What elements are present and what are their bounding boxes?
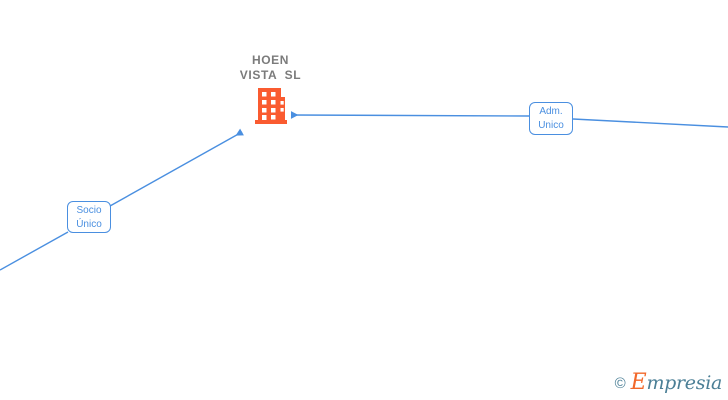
company-name-line2: VISTA SL bbox=[239, 68, 302, 82]
edge-offscreen-to-adm bbox=[572, 118, 728, 128]
edge-offscreen-to-socio bbox=[0, 231, 69, 271]
company-name-line1: HOEN bbox=[251, 53, 290, 67]
relation-label-line2: Único bbox=[76, 219, 102, 230]
relation-label-line1: Adm. bbox=[539, 106, 563, 117]
edge-adm-to-company bbox=[290, 111, 530, 119]
relation-label-line2: Unico bbox=[538, 120, 564, 131]
company-node[interactable]: HOEN VISTA SL bbox=[198, 53, 343, 130]
relation-label-line1: Socio bbox=[76, 205, 102, 216]
watermark-rest: mpresia bbox=[646, 372, 722, 394]
watermark: © Empresia bbox=[614, 370, 723, 395]
relation-node-adm-unico[interactable]: Adm. Unico bbox=[529, 102, 573, 135]
relation-node-socio-unico[interactable]: Socio Único bbox=[67, 201, 111, 233]
edge-socio-to-company bbox=[109, 128, 244, 207]
building-icon[interactable] bbox=[254, 87, 288, 125]
watermark-initial: E bbox=[630, 370, 647, 395]
copyright-icon: © bbox=[614, 374, 626, 392]
watermark-brand: Empresia bbox=[630, 370, 723, 395]
